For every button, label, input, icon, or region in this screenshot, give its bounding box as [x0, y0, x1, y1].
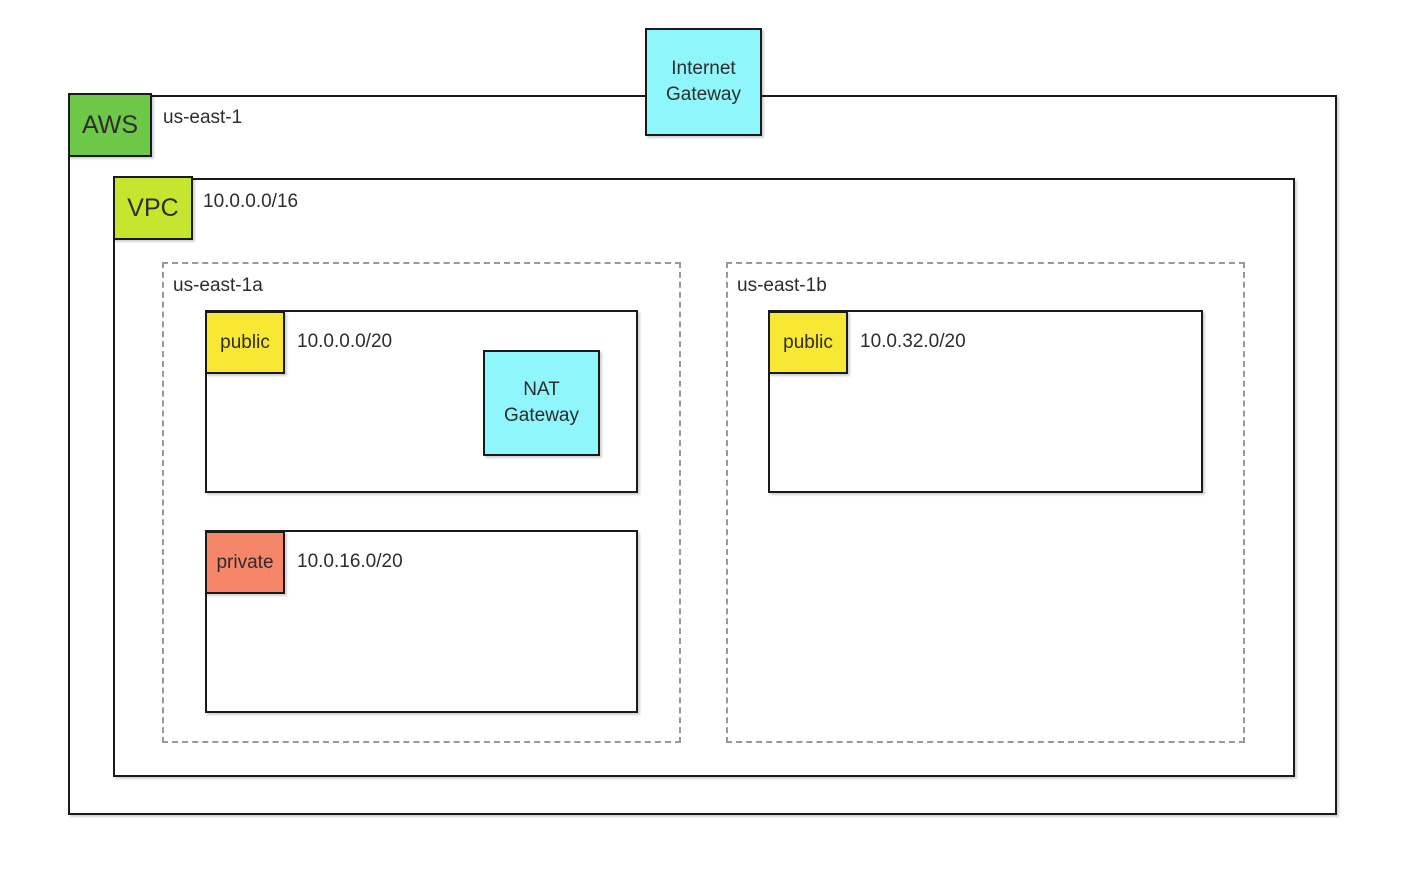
vpc-cidr-label: 10.0.0.0/16 [203, 191, 299, 212]
subnet-public-a-badge-label: public [220, 331, 270, 353]
nat-gateway-node: NAT Gateway [483, 350, 600, 456]
internet-gateway-label: Internet Gateway [666, 57, 741, 105]
subnet-public-b-badge: public [768, 311, 848, 374]
nat-gateway-label: NAT Gateway [504, 378, 579, 426]
aws-region-badge: AWS [68, 93, 152, 157]
availability-zone-b-box [726, 262, 1245, 743]
subnet-public-a-badge: public [205, 311, 285, 374]
vpc-badge: VPC [113, 176, 193, 240]
subnet-public-b-cidr-label: 10.0.32.0/20 [860, 331, 966, 352]
subnet-public-a-cidr-label: 10.0.0.0/20 [297, 331, 393, 352]
subnet-public-b-badge-label: public [783, 331, 833, 353]
aws-region-badge-label: AWS [81, 110, 139, 139]
availability-zone-a-label: us-east-1a [173, 275, 263, 296]
subnet-private-a-cidr-label: 10.0.16.0/20 [297, 551, 403, 572]
internet-gateway-node: Internet Gateway [645, 28, 762, 136]
region-name-label: us-east-1 [163, 107, 243, 128]
vpc-badge-label: VPC [127, 193, 179, 222]
subnet-private-a-badge: private [205, 531, 285, 594]
subnet-private-a-badge-label: private [216, 551, 274, 573]
availability-zone-b-label: us-east-1b [737, 275, 827, 296]
availability-zone-a-box [162, 262, 681, 743]
